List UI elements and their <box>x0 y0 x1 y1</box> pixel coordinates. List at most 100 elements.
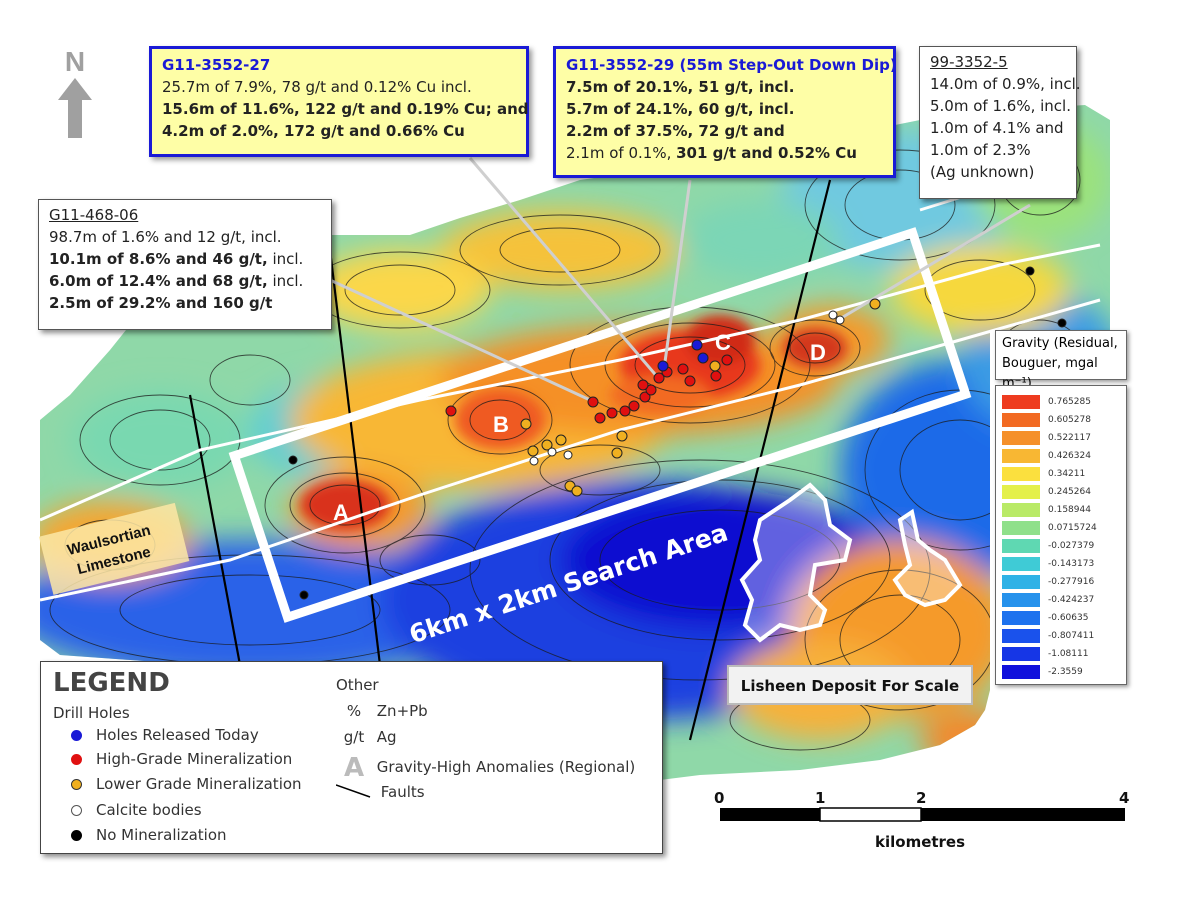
legend-item-label: Holes Released Today <box>96 726 259 744</box>
anomaly-d-label: D <box>810 340 826 365</box>
callout-line-bold: 10.1m of 8.6% and 46 g/t, <box>49 250 268 268</box>
north-arrow: N <box>58 46 92 138</box>
scale-tick-1: 1 <box>815 789 826 807</box>
callout-line: 7.5m of 20.1%, 51 g/t, incl. <box>566 78 795 96</box>
gravity-value: -0.60635 <box>1048 612 1089 623</box>
callout-line: 6.0m of 12.4% and 68 g/t, incl. <box>49 270 321 292</box>
legend-other-symbol: A <box>343 753 365 783</box>
callout-g11-3552-29: G11-3552-29 (55m Step-Out Down Dip) 7.5m… <box>553 46 897 178</box>
legend-panel: LEGEND Drill Holes Holes Released Today … <box>40 661 663 854</box>
anomaly-c-label: C <box>715 330 731 355</box>
callout-line-tail: incl. <box>267 272 304 290</box>
callout-line: 14.0m of 0.9%, incl. <box>930 75 1081 93</box>
legend-other-ag: g/t Ag <box>336 728 397 746</box>
drill-holes <box>288 266 1067 600</box>
callout-line: 1.0m of 2.3% <box>930 141 1031 159</box>
gravity-swatch <box>1002 484 1040 499</box>
gravity-scale-row: -0.60635 <box>1002 609 1088 626</box>
orange-dot-icon <box>71 778 82 790</box>
legend-item-label: No Mineralization <box>96 826 227 844</box>
high-grade-holes <box>445 354 733 424</box>
scale-tick-4: 4 <box>1119 789 1130 807</box>
gravity-swatch <box>1002 574 1040 589</box>
gravity-value: 0.158944 <box>1048 504 1091 515</box>
anomaly-b-label: B <box>493 412 509 437</box>
gravity-legend-title: Gravity (Residual, Bouguer, mgal m⁻¹) <box>995 330 1127 391</box>
gravity-swatch <box>1002 520 1040 535</box>
gravity-swatch <box>1002 412 1040 427</box>
gravity-scale-row: -0.277916 <box>1002 573 1094 590</box>
lisheen-deposit-outline <box>739 482 963 643</box>
callout-leaders <box>329 157 1031 402</box>
gravity-scale-row: -1.08111 <box>1002 645 1088 662</box>
legend-other-anomalies: A Gravity-High Anomalies (Regional) <box>336 753 635 783</box>
legend-other-symbol: % <box>346 702 362 720</box>
calcite-holes <box>529 310 845 466</box>
lower-grade-holes <box>520 298 881 497</box>
callout-line: 2.5m of 29.2% and 160 g/t <box>49 294 273 312</box>
gravity-value: -0.807411 <box>1048 630 1095 641</box>
legend-drill-holes-heading: Drill Holes <box>53 704 130 722</box>
gravity-scale-row: 0.426324 <box>1002 447 1091 464</box>
black-dot-icon <box>71 829 82 841</box>
anomaly-labels: A B C D <box>333 330 826 525</box>
gravity-value: -0.143173 <box>1048 558 1095 569</box>
waulsortian-label: Waulsortian Limestone <box>38 502 190 595</box>
callout-title: 99-3352-5 <box>930 53 1008 71</box>
legend-other-zn-pb: % Zn+Pb <box>336 702 428 720</box>
gravity-scale-row: -0.027379 <box>1002 537 1094 554</box>
gravity-value: -0.424237 <box>1048 594 1095 605</box>
gravity-value: 0.522117 <box>1048 432 1091 443</box>
callout-line: 5.0m of 1.6%, incl. <box>930 97 1071 115</box>
gravity-value: 0.426324 <box>1048 450 1091 461</box>
callout-title: G11-3552-27 <box>162 56 271 74</box>
gravity-scale-row: -2.3559 <box>1002 663 1083 680</box>
gravity-scale-row: 0.34211 <box>1002 465 1085 482</box>
gravity-scale-row: 0.245264 <box>1002 483 1091 500</box>
gravity-swatch <box>1002 664 1040 679</box>
callout-line-tail: incl. <box>267 250 304 268</box>
north-arrow-icon <box>58 78 92 138</box>
blue-dot-icon <box>71 729 82 741</box>
gravity-swatch <box>1002 448 1040 463</box>
callout-line: 15.6m of 11.6%, 122 g/t and 0.19% Cu; an… <box>162 100 529 118</box>
gravity-scale-row: -0.807411 <box>1002 627 1094 644</box>
callout-line-bold: 6.0m of 12.4% and 68 g/t, <box>49 272 268 290</box>
callout-g11-468-06: G11-468-06 98.7m of 1.6% and 12 g/t, inc… <box>38 199 332 330</box>
gravity-swatch <box>1002 592 1040 607</box>
gravity-swatch <box>1002 394 1040 409</box>
callout-99-3352-5: 99-3352-5 14.0m of 0.9%, incl. 5.0m of 1… <box>919 46 1081 199</box>
released-today-holes <box>657 339 709 372</box>
anomaly-a-label: A <box>333 500 349 525</box>
legend-item-calcite: Calcite bodies <box>71 801 202 819</box>
gravity-value: 0.605278 <box>1048 414 1091 425</box>
scale-tick-0: 0 <box>714 789 725 807</box>
legend-item-lower-grade: Lower Grade Mineralization <box>71 775 302 793</box>
callout-line: 5.7m of 24.1%, 60 g/t, incl. <box>566 100 795 118</box>
gravity-value: 0.34211 <box>1048 468 1086 479</box>
gravity-title-line1: Gravity (Residual, <box>1002 336 1118 351</box>
gravity-value: 0.245264 <box>1048 486 1091 497</box>
callout-title: G11-3552-29 (55m Step-Out Down Dip) <box>566 56 897 74</box>
legend-other-heading: Other <box>336 676 379 694</box>
callout-line-plain: 2.1m of 0.1%, <box>566 144 677 162</box>
scale-bar <box>720 807 1125 822</box>
gravity-swatch <box>1002 628 1040 643</box>
callout-line: 98.7m of 1.6% and 12 g/t, incl. <box>49 228 282 246</box>
gravity-swatch <box>1002 466 1040 481</box>
legend-item-no-mineralization: No Mineralization <box>71 826 227 844</box>
gravity-scale-row: -0.143173 <box>1002 555 1094 572</box>
red-dot-icon <box>71 753 82 765</box>
gravity-scale-row: 0.605278 <box>1002 411 1091 428</box>
scale-tick-2: 2 <box>916 789 927 807</box>
gravity-value: -0.277916 <box>1048 576 1095 587</box>
callout-line: 25.7m of 7.9%, 78 g/t and 0.12% Cu incl. <box>162 78 472 96</box>
fault-line-icon <box>335 784 371 798</box>
callout-title: G11-468-06 <box>49 206 139 224</box>
gravity-scale-row: -0.424237 <box>1002 591 1094 608</box>
gravity-swatch <box>1002 610 1040 625</box>
legend-title: LEGEND <box>53 668 170 698</box>
gravity-scale-row: 0.158944 <box>1002 501 1091 518</box>
gravity-value: -2.3559 <box>1048 666 1083 677</box>
callout-line: 1.0m of 4.1% and <box>930 119 1064 137</box>
